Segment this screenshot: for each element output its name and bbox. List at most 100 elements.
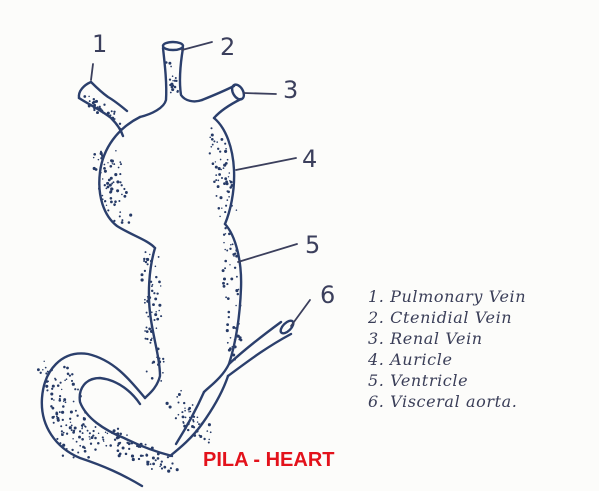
stipple-dot	[107, 209, 109, 211]
stipple-dot	[217, 148, 219, 150]
stipple-dot	[227, 159, 229, 161]
stipple-dot	[37, 368, 40, 371]
stipple-dot	[212, 162, 215, 165]
stipple-dot	[83, 417, 85, 419]
stipple-dot	[225, 296, 227, 298]
stipple-dot	[213, 140, 215, 142]
stipple-dot	[190, 411, 192, 413]
stipple-dot	[79, 430, 81, 432]
stipple-dot	[117, 449, 120, 452]
stipple-dot	[162, 372, 164, 374]
stipple-dot	[224, 249, 226, 251]
stipple-dot	[76, 415, 78, 417]
stipple-dot	[149, 342, 151, 344]
stipple-dot	[50, 405, 52, 407]
stipple-dot	[114, 438, 116, 440]
stipple-dot	[151, 468, 153, 470]
stipple-dot	[166, 402, 169, 405]
callout-number-2: 2	[220, 33, 235, 61]
stipple-dot	[71, 373, 73, 375]
stipple-dot	[113, 163, 115, 165]
stipple-dot	[103, 104, 105, 106]
stipple-dot	[217, 185, 220, 188]
stipple-dot	[145, 444, 147, 446]
stipple-dot	[93, 157, 94, 158]
stipple-dot	[227, 342, 229, 344]
legend-item-renal-vein: 3. Renal Vein	[368, 328, 526, 349]
stipple-dot	[156, 327, 158, 329]
stipple-dot	[89, 100, 91, 102]
stipple-dot	[92, 434, 94, 436]
stipple-dot	[69, 426, 72, 429]
stipple-dot	[102, 436, 104, 438]
pulmonary-vein-outline	[91, 82, 127, 111]
stipple-dot	[183, 402, 185, 404]
stipple-dot	[159, 466, 161, 468]
stipple-dot	[119, 452, 122, 455]
stipple-dot	[151, 311, 153, 313]
stipple-dot	[62, 419, 64, 421]
stipple-dot	[218, 207, 221, 210]
aorta-base	[170, 376, 228, 456]
stipple-dot	[111, 110, 113, 112]
stipple-dot	[221, 177, 223, 179]
stipple-dot	[176, 396, 178, 398]
stipple-dot	[230, 181, 233, 184]
stipple-dot	[157, 457, 160, 460]
stipple-dot	[59, 398, 61, 400]
stipple-dot	[121, 221, 124, 224]
stipple-dot	[50, 392, 53, 395]
stipple-dot	[211, 133, 214, 136]
stipple-dot	[228, 196, 230, 198]
stipple-dot	[228, 311, 231, 314]
stipple-dot	[97, 442, 100, 445]
stipple-dot	[146, 330, 149, 333]
stipple-dot	[175, 80, 177, 82]
stipple-dot	[224, 150, 227, 153]
stipple-dot	[42, 369, 44, 371]
stipple-dot	[237, 293, 239, 295]
stipple-dot	[83, 95, 86, 98]
stipple-dot	[224, 260, 227, 263]
stipple-dot	[155, 266, 157, 268]
stipple-dot	[160, 380, 162, 382]
stipple-dot	[102, 178, 103, 179]
stipple-dot	[217, 180, 219, 182]
stipple-dot	[109, 444, 112, 447]
stipple-dot	[198, 423, 200, 425]
stipple-dot	[223, 182, 226, 185]
stipple-dot	[78, 436, 81, 439]
stipple-dot	[191, 425, 194, 428]
stipple-dot	[99, 106, 101, 108]
stipple-dot	[221, 207, 222, 208]
stipple-dot	[160, 285, 161, 286]
callout-number-3: 3	[283, 76, 298, 104]
stipple-dot	[40, 372, 42, 374]
stipple-dot	[119, 123, 121, 125]
stipple-dot	[103, 168, 105, 170]
stipple-dot	[169, 84, 171, 86]
stipple-dot	[95, 100, 98, 103]
stipple-dot	[226, 182, 229, 185]
stipple-dot	[161, 460, 163, 462]
stipple-dot	[107, 162, 108, 163]
stipple-dot	[94, 448, 96, 450]
legend-item-pulmonary-vein: 1. Pulmonary Vein	[368, 286, 526, 307]
lower-loop-inner	[80, 378, 172, 456]
stipple-dot	[128, 221, 131, 224]
stipple-dot	[229, 248, 231, 250]
stipple-dot	[128, 448, 130, 450]
stipple-dot	[116, 180, 119, 183]
stipple-dot	[228, 316, 230, 318]
stipple-dot	[71, 429, 73, 431]
stipple-dot	[215, 161, 216, 162]
stipple-dot	[151, 338, 153, 340]
stipple-dot	[71, 424, 73, 426]
stipple-dot	[188, 411, 190, 413]
stipple-dot	[81, 428, 83, 430]
stipple-dot	[120, 163, 122, 165]
stipple-dot	[89, 432, 91, 434]
stipple-dot	[226, 190, 228, 192]
stipple-dot	[152, 463, 155, 466]
stipple-dot	[224, 177, 227, 180]
